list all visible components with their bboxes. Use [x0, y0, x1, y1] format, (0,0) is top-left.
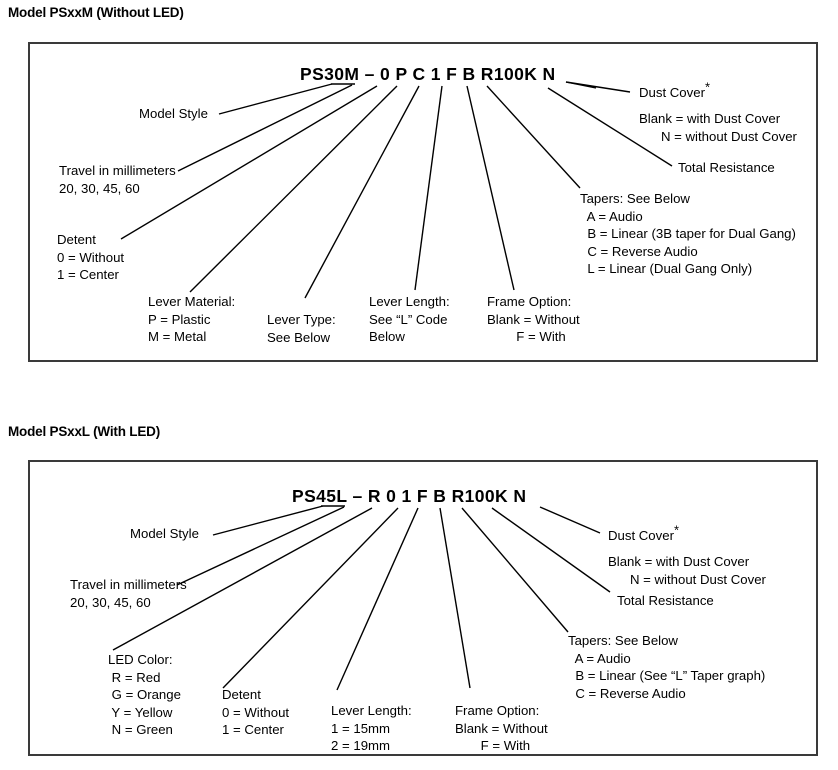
diagram-1-callout-tapers: Tapers: See Below A = Audio B = Linear (… [580, 191, 796, 276]
diagram-2-callout-lever-length: Lever Length: 1 = 15mm 2 = 19mm [331, 703, 412, 753]
diagram-1-part-number: PS30M – 0 P C 1 F B R100K N [300, 64, 556, 84]
diagram-2-callout-total-resistance: Total Resistance [617, 593, 714, 608]
diagram-2-part-number: PS45L – R 0 1 F B R100K N [292, 486, 527, 506]
diagram-1-callout-travel: Travel in millimeters 20, 30, 45, 60 [59, 163, 176, 196]
diagram-1-callout-dust-cover-title: Dust Cover* [639, 81, 710, 102]
diagram-2-callout-tapers: Tapers: See Below A = Audio B = Linear (… [568, 633, 766, 701]
asterisk-icon: * [673, 522, 680, 538]
diagram-2-callout-dust-cover-title: Dust Cover* [608, 524, 679, 545]
diagram-1-callout-detent: Detent 0 = Without 1 = Center [57, 232, 125, 282]
dust-cover-label: Dust Cover [608, 528, 674, 543]
diagram-1-heading: Model PSxxM (Without LED) [8, 5, 184, 20]
diagram-2-heading: Model PSxxL (With LED) [8, 424, 160, 439]
dust-cover-label: Dust Cover [639, 85, 705, 100]
diagram-2-callout-dust-cover-lines: Blank = with Dust Cover N = without Dust… [608, 554, 766, 587]
diagram-1-callout-lever-type: Lever Type: See Below [267, 312, 336, 345]
diagram-2-callout-model-style: Model Style [130, 526, 199, 541]
diagram-1-callout-lever-length: Lever Length: See “L” Code Below [369, 294, 450, 344]
diagram-1-callout-dust-cover-lines: Blank = with Dust Cover N = without Dust… [639, 111, 797, 144]
diagram-2-callout-frame-option: Frame Option: Blank = Without F = With [455, 703, 548, 753]
diagram-2-callout-travel: Travel in millimeters 20, 30, 45, 60 [70, 577, 187, 610]
diagram-1-callout-model-style: Model Style [139, 106, 208, 121]
diagram-1-callout-total-resistance: Total Resistance [678, 160, 775, 175]
diagram-2-callout-led-color: LED Color: R = Red G = Orange Y = Yellow… [108, 652, 181, 737]
diagram-1-callout-lever-material: Lever Material: P = Plastic M = Metal [148, 294, 236, 344]
asterisk-icon: * [704, 79, 711, 95]
diagram-2-callout-detent: Detent 0 = Without 1 = Center [222, 687, 290, 737]
diagram-1-callout-frame-option: Frame Option: Blank = Without F = With [487, 294, 580, 344]
